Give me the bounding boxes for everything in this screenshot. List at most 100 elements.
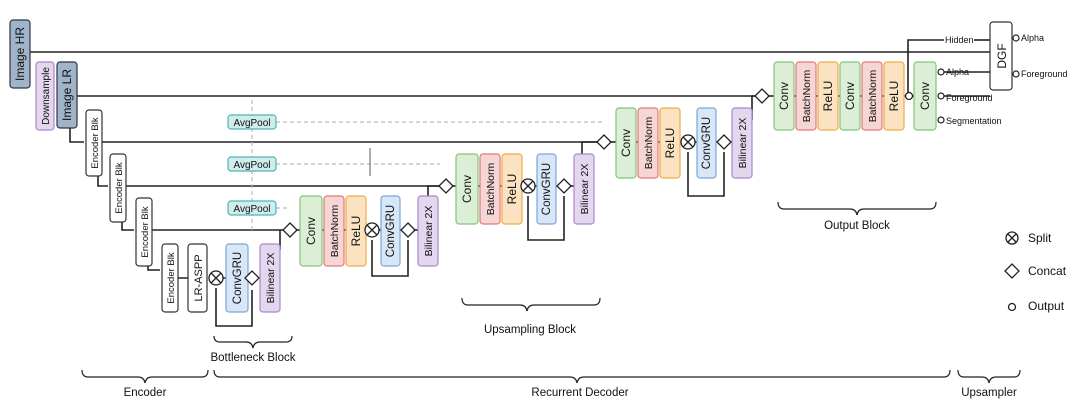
- up1-convgru-label: ConvGRU: [385, 205, 397, 257]
- encoder-blk-1: Encoder Blk: [85, 109, 103, 177]
- up1-relu: ReLU: [345, 195, 367, 267]
- out-batchnorm-1-rect: [795, 61, 817, 131]
- out-batchnorm-2-label: BatchNorm: [867, 69, 879, 122]
- upsampling-block-label: Upsampling Block: [484, 324, 576, 336]
- up3-conv-rect: [615, 107, 637, 179]
- hidden-label: Hidden: [945, 35, 974, 45]
- image-lr-label: Image LR: [60, 69, 74, 121]
- up1-bilinear-rect: [417, 195, 439, 267]
- dgf-rect: [989, 21, 1013, 91]
- up1-batchnorm-rect: [323, 195, 345, 267]
- out-conv-1-rect: [773, 61, 795, 131]
- line-b4: [215, 288, 253, 327]
- line-enc2-skip: [121, 180, 442, 187]
- out-relu-1-rect: [817, 61, 839, 131]
- brace-upsampling: [461, 297, 601, 312]
- up2-batchnorm-rect: [479, 153, 501, 225]
- out-relu-1: ReLU: [817, 61, 839, 131]
- up2-bilinear-rect: [573, 153, 595, 225]
- out-relu-1-label: ReLU: [821, 81, 835, 112]
- up3-relu-rect: [659, 107, 681, 179]
- recurrent-decoder-label: Recurrent Decoder: [531, 387, 628, 399]
- dgf-label: DGF: [995, 43, 1009, 68]
- up1-conv-rect: [299, 195, 323, 267]
- output-block-label: Output Block: [824, 220, 890, 232]
- split-icon: [520, 178, 536, 194]
- up1-conv-label: Conv: [304, 217, 318, 245]
- foreground-output: Foreground: [937, 92, 993, 103]
- dgf-foreground-output: Foreground: [1012, 69, 1068, 79]
- up1-batchnorm-label: BatchNorm: [329, 204, 341, 257]
- segmentation-output-label: Segmentation: [946, 116, 1002, 126]
- dgf-alpha-output: Alpha: [1012, 33, 1044, 43]
- avgpool-1-rect: [227, 114, 277, 130]
- up3-batchnorm-rect: [637, 107, 659, 179]
- out-conv-2-rect: [839, 61, 861, 131]
- line-enc2: [97, 176, 108, 187]
- downsample-label: Downsample: [41, 67, 52, 125]
- concat-icon: [400, 222, 416, 238]
- concat-icon: [596, 134, 612, 150]
- alpha-output-label: Alpha: [946, 67, 969, 77]
- out-conv-1: Conv: [773, 61, 795, 131]
- avgpool-2-rect: [227, 156, 277, 172]
- downsample-box: Downsample: [35, 61, 55, 131]
- split-icon: [208, 270, 224, 286]
- legend-output-label: Output: [1028, 299, 1065, 313]
- line-u3-out: [751, 95, 758, 120]
- out-relu-2-rect: [883, 61, 905, 131]
- up2-batchnorm-label: BatchNorm: [485, 162, 497, 215]
- line-enc3: [121, 222, 134, 231]
- up1-relu-label: ReLU: [349, 216, 363, 247]
- symbols: [208, 88, 914, 286]
- up3-batchnorm-label: BatchNorm: [643, 116, 655, 169]
- dgf-alpha-label: Alpha: [1021, 33, 1044, 43]
- legend-split: Split: [1005, 231, 1052, 245]
- lr-aspp-box: LR-ASPP: [187, 243, 208, 313]
- image-hr-rect: [9, 19, 31, 89]
- up1-conv: Conv: [299, 195, 323, 267]
- concat-icon: [438, 178, 454, 194]
- legend: Split Concat Output: [1004, 231, 1067, 313]
- concat-icon: [754, 88, 770, 104]
- brace-output: [777, 201, 937, 216]
- up3-relu-label: ReLU: [663, 128, 677, 159]
- legend-output-icon: [1007, 302, 1017, 312]
- up3-batchnorm: BatchNorm: [637, 107, 659, 179]
- out-conv-final: Conv: [913, 61, 937, 131]
- image-hr-label: Image HR: [13, 27, 27, 81]
- concat-icon: [556, 178, 572, 194]
- up3-convgru-rect: [696, 107, 717, 179]
- bottleneck-bilinear-rect: [259, 243, 281, 313]
- dgf-box: DGF: [989, 21, 1013, 91]
- up1-convgru: ConvGRU: [380, 195, 401, 267]
- dgf-alpha-icon: [1012, 34, 1020, 42]
- concat-icon: [282, 222, 298, 238]
- line-hidden: [907, 39, 944, 93]
- dgf-foreground-label: Foreground: [1021, 69, 1068, 79]
- encoder-blk-1-label: Encoder Blk: [90, 117, 101, 168]
- up1-batchnorm: BatchNorm: [323, 195, 345, 267]
- lr-aspp-label: LR-ASPP: [193, 254, 205, 301]
- bottleneck-bilinear: Bilinear 2X: [259, 243, 281, 313]
- segmentation-output: Segmentation: [937, 116, 1002, 126]
- legend-split-icon: [1005, 231, 1019, 245]
- line-enc1-skip: [97, 122, 600, 143]
- up2-bilinear-label: Bilinear 2X: [579, 164, 591, 215]
- up2-bilinear: Bilinear 2X: [573, 153, 595, 225]
- line-u1-loop: [371, 240, 409, 277]
- encoder-blk-2: Encoder Blk: [109, 153, 127, 223]
- up3-convgru: ConvGRU: [696, 107, 717, 179]
- line-enc3-skip: [147, 226, 284, 231]
- out-conv-1-label: Conv: [777, 82, 791, 110]
- out-conv-final-rect: [913, 61, 937, 131]
- encoder-blk-2-rect: [109, 153, 127, 223]
- brace-encoder: [81, 369, 209, 384]
- brace-bottleneck: [213, 335, 293, 349]
- up2-conv-label: Conv: [460, 175, 474, 203]
- alpha-output: Alpha: [937, 67, 969, 77]
- line-u2-loop: [527, 196, 565, 241]
- line-enc4: [147, 266, 160, 271]
- out-conv-2: Conv: [839, 61, 861, 131]
